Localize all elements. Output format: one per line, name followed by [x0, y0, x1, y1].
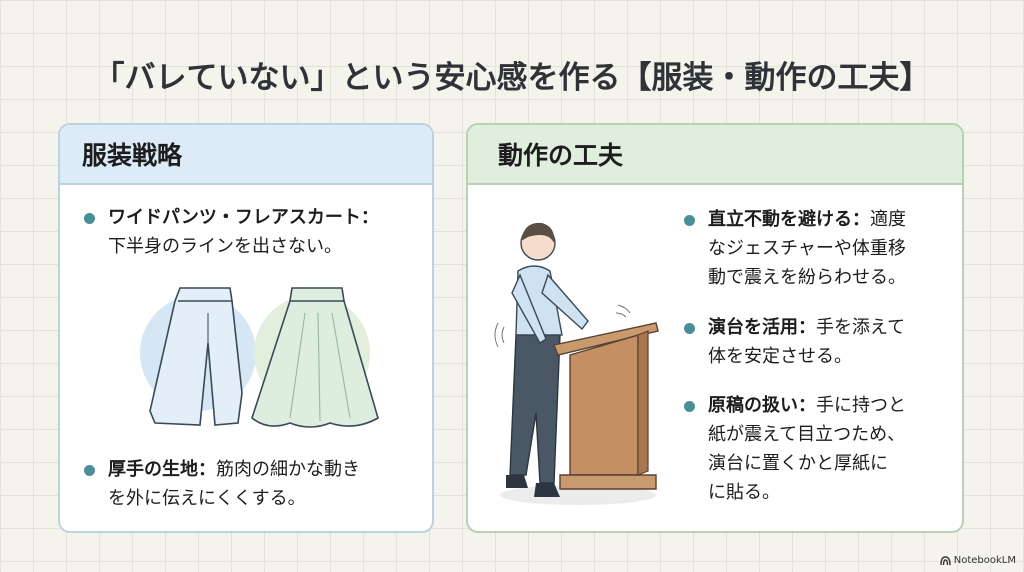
bullet-dot-icon — [84, 213, 95, 224]
notebooklm-logo-icon — [940, 556, 951, 565]
clothing-strategy-heading: 服装戦略 — [60, 125, 432, 185]
bullet-avoid-standing-still: 直立不動を避ける：適度 なジェスチャーや体重移 動で震えを紛らわせる。 — [684, 205, 906, 292]
bullet-wide-pants: ワイドパンツ・フレアスカート： 下半身のラインを出さない。 — [84, 203, 379, 261]
speaker-at-podium-illustration — [494, 222, 659, 505]
bullet-dot-icon — [84, 465, 95, 476]
bullet-dot-icon — [684, 401, 695, 412]
movement-tips-card: 動作の工夫 直立不動を避ける：適度 なジェスチャーや体重移 動で震えを紛らわせる… — [466, 123, 964, 533]
clothing-strategy-card: 服装戦略 ワイドパンツ・フレアスカート： 下半身のラインを出さない。 厚手の生地… — [58, 123, 434, 533]
movement-tips-heading: 動作の工夫 — [468, 125, 962, 185]
bullet-dot-icon — [684, 323, 695, 334]
bullet-thick-fabric: 厚手の生地：筋肉の細かな動き を外に伝えにくくする。 — [84, 455, 360, 513]
bullet-dot-icon — [684, 215, 695, 226]
page-title: 「バレていない」という安心感を作る【服装・動作の工夫】 — [93, 60, 931, 96]
pants-and-skirt-illustration — [140, 287, 379, 428]
bullet-handling-script: 原稿の扱い：手に持つと 紙が震えて目立つため、 演台に置くかと厚紙に に貼る。 — [684, 391, 906, 507]
bullet-use-podium: 演台を活用：手を添えて 体を安定させる。 — [684, 313, 905, 371]
notebooklm-logo: NotebookLM — [940, 555, 1016, 566]
